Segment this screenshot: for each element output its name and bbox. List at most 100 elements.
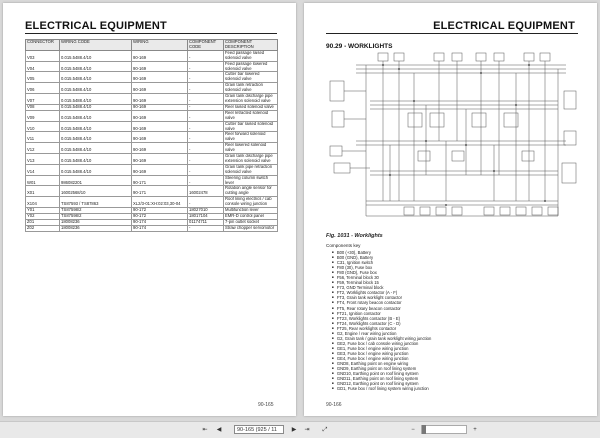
table-cell-desc: Straw chopper servomotor [223,224,278,232]
component-key-item: F80 (GND), Fuse box [332,270,431,275]
diagram-connector [475,52,487,62]
components-key-list: B00 (+30), BatteryB00 (GND), BatteryC31,… [332,250,432,391]
component-key-item: FT4, Front rotary beacon contactor [332,300,431,305]
component-key-item: GND12, Earthing point on roof lining sys… [332,381,431,386]
table-cell-wiring: 90-174 [131,224,188,232]
table-cell-code: 0.015.5488.4/10 [59,82,132,95]
table-cell-code: 0.015.5488.4/10 [59,60,132,73]
table-cell-desc: Grain tank pipe retraction solenoid valv… [223,163,278,176]
table-cell-desc: Feed passage lowered solenoid valve [223,60,278,73]
table-cell-code: 0.015.5488.4/10 [59,142,132,155]
table-cell-comp-code: - [187,142,224,155]
table-cell-connector: Z02 [25,224,60,232]
zoom-slider-handle[interactable] [422,425,426,434]
page-number: 90-165 [258,402,274,408]
component-key-item: G2, Engine / rear wiring junction [332,331,431,336]
table-cell-comp-code: - [187,163,224,176]
component-key-item: B00 (+30), Battery [332,250,431,255]
diagram-connector [433,52,445,62]
table-cell-desc: Cutter bar raised solenoid valve [223,120,278,133]
column-header: COMPONENT CODE [187,39,224,51]
table-cell-desc: Feed passage raised solenoid valve [223,49,278,62]
component-key-item: F56, Terminal block 30 [332,275,431,280]
zoom-in-button[interactable]: + [473,427,477,433]
column-header: WIRING CODE [59,39,132,51]
table-cell-comp-code: - [187,196,224,209]
table-cell-wiring: 90-169 [131,109,188,122]
table-cell-connector: V04 [25,60,60,73]
table-cell-code: 0.015.5488.4/10 [59,153,132,165]
diagram-connector [451,52,463,62]
page-header: ELECTRICAL EQUIPMENT [25,20,167,32]
last-page-button[interactable]: ⇥ [304,427,310,433]
table-cell-connector: V07 [25,93,60,105]
table-cell-comp-code: 16002478 [187,185,224,198]
table-cell-comp-code: - [187,109,224,122]
next-page-button[interactable]: ▶ [291,427,297,433]
table-cell-connector: V13 [25,153,60,165]
component-key-item: F80 (30), Fuse box [332,265,431,270]
worklights-wiring-diagram [329,52,577,217]
table-cell-comp-code: - [187,71,224,84]
previous-page-button[interactable]: ◀ [216,427,222,433]
fit-page-icon[interactable]: ⤢ [322,427,328,433]
header-rule [326,33,578,34]
table-cell-desc: Reel lowered solenoid valve [223,142,278,155]
table-cell-desc: Roof lining electrics / cab console wiri… [223,196,278,209]
component-key-item: GE2, Fuse box / cab console wiring junct… [332,341,431,346]
diagram-connector [493,52,505,62]
component-key-item: GND9, Earthing point on roof lining syst… [332,366,431,371]
component-key-item: F73, GND Terminal block [332,285,431,290]
table-cell-connector: V05 [25,71,60,84]
components-key-title: Components key [326,243,361,248]
component-key-item: GD1, Fuse box / roof lining system wirin… [332,386,431,391]
table-cell-desc: Reel forward solenoid valve [223,131,278,144]
table-cell-comp-code: - [187,174,224,187]
diagram-connector [377,52,389,62]
zoom-slider[interactable] [421,425,467,434]
table-cell-code: 0.015.5488.4/10 [59,49,132,62]
component-key-item: F59, Terminal block 15 [332,280,431,285]
zoom-out-button[interactable]: − [411,427,415,433]
first-page-button[interactable]: ⇤ [202,427,208,433]
table-cell-comp-code: - [187,153,224,165]
table-cell-connector: V14 [25,163,60,176]
table-cell-desc: Steering column switch lever [223,174,278,187]
table-cell-connector: V11 [25,131,60,144]
table-cell-wiring: 90-169 [131,93,188,105]
table-cell-wiring: XL2/3-01:XH:02:03,30-04 [131,196,188,209]
table-cell-comp-code: - [187,60,224,73]
table-cell-connector: V06 [25,82,60,95]
table-cell-connector: X01 [25,185,60,198]
component-key-item: GND10, Earthing point on roof lining sys… [332,371,431,376]
table-cell-desc: Grain tank discharge pipe extension sole… [223,153,278,165]
table-cell-desc: Reel retracted solenoid valve [223,109,278,122]
component-key-item: GND8, Earthing point on engine wiring [332,361,431,366]
table-cell-comp-code: - [187,49,224,62]
table-cell-code: 0.015.5488.4/10 [59,109,132,122]
table-cell-connector: V09 [25,109,60,122]
table-cell-wiring: 90-169 [131,153,188,165]
diagram-connector [523,52,535,62]
table-cell-desc: Grain tank retraction solenoid valve [223,82,278,95]
table-cell-desc: Grain tank discharge pipe extension sole… [223,93,278,105]
page-number-input[interactable]: 90-165 (925 / 11 [234,425,284,434]
component-key-item: B00 (GND), Battery [332,255,431,260]
table-cell-comp-code: - [187,120,224,133]
table-cell-wiring: 90-169 [131,71,188,84]
column-header: WIRING [131,39,188,51]
component-key-item: GE1, Fuse box / engine wiring junction [332,346,431,351]
component-key-item: FT24, Worklights contactor (C - D) [332,321,431,326]
